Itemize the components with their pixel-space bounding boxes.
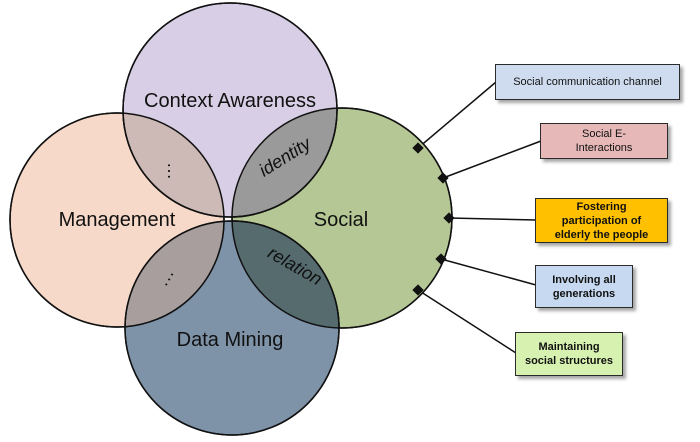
social-label: Social — [314, 209, 368, 231]
box-text: Social E- Interactions — [575, 128, 633, 154]
connector-markers — [412, 142, 455, 296]
box-text: Fostering participation of elderly the p… — [554, 200, 649, 241]
ellipsis-top-label: … — [164, 162, 184, 180]
management-label: Management — [59, 209, 176, 231]
overlap-relation-region — [232, 220, 340, 328]
social-e-interactions-box: Social E- Interactions — [540, 123, 668, 159]
overlap-management-data-region — [124, 220, 224, 327]
maintaining-social-structures-box: Maintaining social structures — [515, 332, 623, 376]
marker-3 — [443, 212, 455, 224]
connector-5 — [417, 289, 517, 354]
marker-4 — [435, 253, 447, 265]
box-text: Maintaining social structures — [524, 341, 614, 367]
fostering-participation-box: Fostering participation of elderly the p… — [535, 198, 668, 243]
box-text: Involving all generations — [552, 273, 616, 300]
connector-4 — [440, 258, 537, 286]
involving-all-generations-box: Involving all generations — [535, 265, 633, 308]
social-communication-channel-box: Social communication channel — [495, 64, 680, 100]
connectors — [417, 81, 542, 354]
box-text: Social communication channel — [513, 76, 662, 88]
overlap-context-management-region — [122, 113, 224, 218]
circle-outlines — [9, 2, 453, 436]
marker-2 — [437, 172, 449, 184]
connector-1 — [417, 81, 497, 149]
data-mining-label: Data Mining — [177, 329, 284, 351]
marker-1 — [412, 142, 424, 154]
context-awareness-label: Context Awareness — [144, 90, 316, 112]
marker-5 — [412, 284, 424, 296]
connector-3 — [448, 217, 537, 221]
connector-2 — [442, 140, 542, 179]
